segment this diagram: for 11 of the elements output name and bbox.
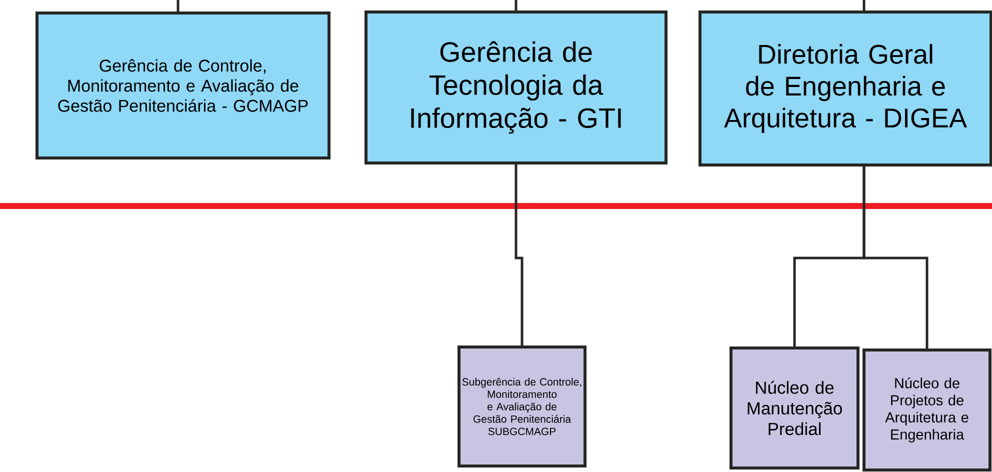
connector-line: [514, 0, 518, 10]
org-box: Diretoria Geral de Engenharia e Arquitetura - DIGEA: [698, 10, 992, 166]
org-box: Gerência de Controle, Monitoramento e Avaliação de Gestão Penitenciária - GCMAGP: [36, 12, 330, 160]
org-box: Núcleo de Projetos de Arquitetura e Engenharia: [862, 348, 992, 472]
connector-line: [176, 0, 180, 12]
org-box: Núcleo de Manutenção Predial: [730, 346, 860, 470]
connector-line: [862, 166, 928, 348]
connector-line: [514, 164, 524, 346]
connector-line: [862, 0, 866, 10]
org-box: Gerência de Tecnologia da Informação - GTI: [364, 10, 668, 164]
org-box: Subgerência de Controle, Monitoramento e Avaliação de Gestão Penitenciária SUBGCMAGP: [458, 346, 586, 468]
